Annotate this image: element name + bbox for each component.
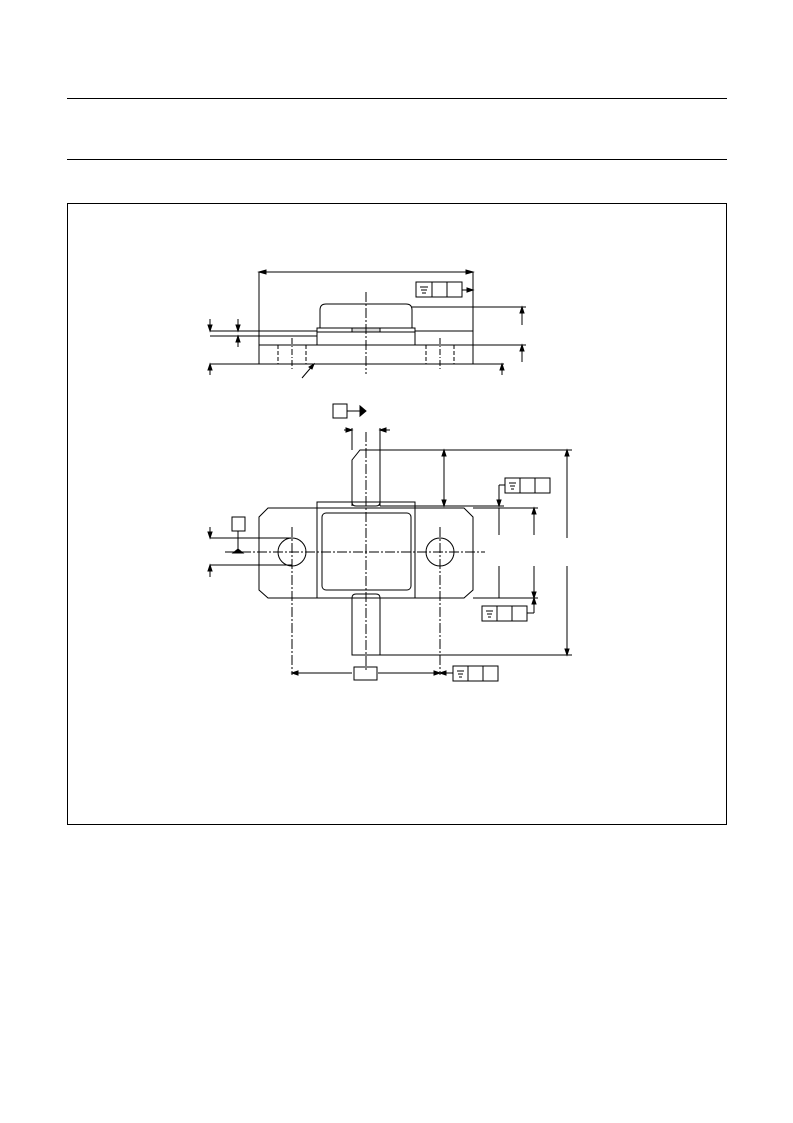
top-lead-lower [351, 598, 381, 656]
top-flange [258, 507, 474, 599]
outline-drawing-frame [67, 203, 727, 825]
datum-box-top [332, 403, 348, 419]
header-rule-bottom [67, 159, 727, 160]
top-view [207, 403, 572, 682]
top-tolerance-frame-3 [438, 665, 499, 682]
top-tolerance-frame-2 [481, 596, 537, 622]
side-tolerance-frame [415, 281, 475, 298]
top-tolerance-frame-1 [496, 477, 551, 508]
side-view [207, 269, 526, 379]
header-rule-top [67, 98, 727, 99]
top-lead-upper [351, 449, 381, 506]
datum-box-left [231, 516, 246, 532]
